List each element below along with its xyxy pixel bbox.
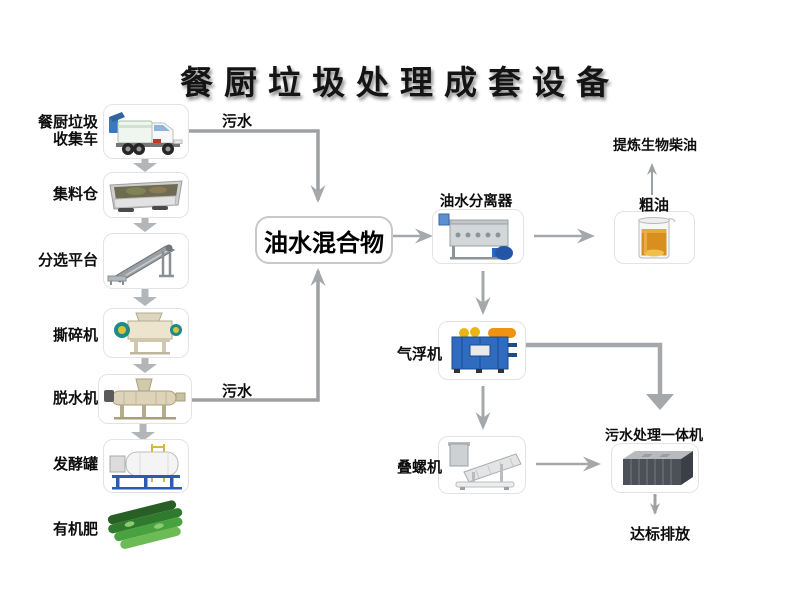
label-oil-water-separator: 油水分离器 [439,194,513,210]
screw-press-image [448,442,522,490]
label-air-flotation: 气浮机 [396,345,442,363]
label-screw-press: 叠螺机 [396,458,442,476]
node-screw-press [438,436,526,494]
label-wastewater-bottom: 污水 [222,382,253,400]
organic-fertilizer-image [107,500,183,549]
label-treatment-unit: 污水处理一体机 [605,428,703,444]
crude-oil-image [638,216,676,258]
dewaterer-image [104,378,186,420]
air-flotation-image [451,326,517,373]
collection-truck-image [109,111,183,155]
node-treatment-unit [611,443,699,493]
label-fermenter: 发酵罐 [52,455,98,473]
node-oil-water-mixture: 油水混合物 [255,216,393,264]
bin-image [109,180,183,212]
arrow-shredder-to-dewater [133,356,157,373]
label-bin: 集料仓 [52,185,98,203]
label-sorting-platform: 分选平台 [37,251,98,269]
node-bin [103,172,189,218]
label-wastewater-top: 污水 [222,112,253,130]
node-shredder [103,308,189,358]
line-truck-wastewater [188,129,326,203]
node-organic-fertilizer [103,499,191,557]
node-dewaterer [98,374,192,424]
node-oil-water-separator [432,209,524,264]
arrowhead-flotation-to-treatment [646,394,674,410]
page-title: 餐厨垃圾处理成套设备 [180,63,620,102]
fermenter-image [109,444,182,490]
label-collection-truck-line2: 收集车 [52,130,98,149]
line-flotation-to-treatment [524,342,663,395]
node-crude-oil [614,211,695,264]
label-collection-truck: 餐厨垃圾 收集车 [22,113,98,149]
oil-water-separator-image [438,213,513,260]
arrow-truck-to-bin [133,157,157,172]
node-sorting-platform [103,233,189,289]
arrow-sorting-to-shredder [133,287,157,306]
label-discharge: 达标排放 [629,525,690,543]
node-air-flotation [438,321,526,380]
treatment-unit-image [623,451,693,485]
sorting-platform-image [107,244,176,285]
arrow-dewater-to-fermenter [131,423,155,441]
label-organic-fertilizer: 有机肥 [52,520,98,538]
shredder-image [114,312,182,355]
label-biodiesel: 提炼生物柴油 [613,138,697,154]
label-dewaterer: 脱水机 [52,389,98,407]
line-dewater-wastewater [190,268,326,402]
node-fermenter [103,439,189,493]
arrow-bin-to-sorting [133,216,157,232]
label-crude-oil: 粗油 [638,196,669,214]
label-shredder: 撕碎机 [52,326,98,344]
node-collection-truck [103,104,189,159]
label-collection-truck-line1: 餐厨垃圾 [37,113,98,131]
